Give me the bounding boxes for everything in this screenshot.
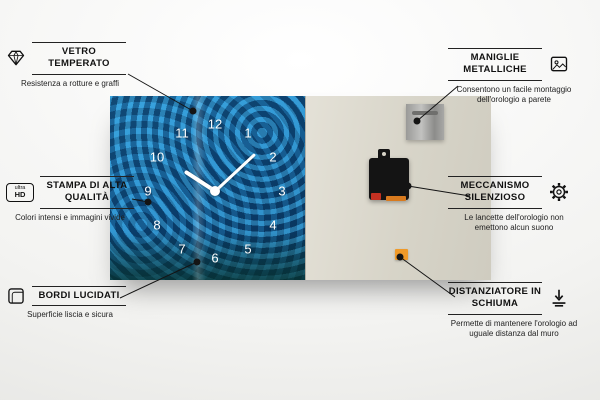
callout-distanziatore-schiuma: DISTANZIATORE IN SCHIUMA Permette di man… [448,282,580,339]
ultra-hd-icon: ultra HD [6,182,34,202]
callout-subtitle: Permette di mantenere l'orologio ad ugua… [450,318,578,339]
callout-title: BORDI LUCIDATI [32,286,126,307]
clock-number: 1 [244,125,252,141]
callout-bordi-lucidati: BORDI LUCIDATI Superficie liscia e sicur… [6,286,134,321]
callout-title: STAMPA DI ALTA QUALITÀ [40,176,134,209]
wall-clock-product: 12 1 2 3 4 5 6 7 8 9 10 11 [110,96,491,280]
callout-subtitle: Superficie liscia e sicura [27,310,113,320]
clock-number: 2 [269,149,277,165]
callout-maniglie-metalliche: MANIGLIE METALLICHE Consentono un facile… [448,48,580,105]
callout-title: VETRO TEMPERATO [32,42,126,75]
clock-center-cap [210,186,220,196]
ultra-hd-icon-text: ultra [14,184,26,191]
callout-subtitle: Resistenza a rotture e graffi [20,78,120,88]
mechanism-hook [378,149,390,160]
callout-subtitle: Colori intensi e immagini vivide [15,212,125,222]
callout-subtitle: Consentono un facile montaggio dell'orol… [456,84,572,105]
callout-title: MECCANISMO SILENZIOSO [448,176,542,209]
clock-number: 11 [175,125,189,141]
spacer-arrow-icon [548,287,570,309]
clock-number: 9 [144,183,152,199]
callout-title: MANIGLIE METALLICHE [448,48,542,81]
clock-number: 5 [244,241,252,257]
callout-stampa-alta-qualita: ultra HD STAMPA DI ALTA QUALITÀ Colori i… [6,176,134,223]
clock-number: 7 [178,241,186,257]
metal-bracket [406,104,444,140]
callout-meccanismo-silenzioso: MECCANISMO SILENZIOSO Le lancette dell'o… [448,176,580,233]
minute-hand [213,153,256,193]
mechanism-orange-part [386,196,406,201]
clock-number: 3 [278,183,286,199]
picture-frame-icon [548,54,570,74]
callout-subtitle: Le lancette dell'orologio non emettono a… [464,212,564,233]
clock-number: 8 [153,217,161,233]
callout-title: DISTANZIATORE IN SCHIUMA [448,282,542,315]
clock-number: 4 [269,217,277,233]
gear-icon [548,181,570,203]
clock-number: 10 [149,149,165,165]
clock-front: 12 1 2 3 4 5 6 7 8 9 10 11 [110,96,305,280]
mechanism-red-part [371,193,381,200]
foam-spacer [395,249,408,260]
diamond-icon [6,48,26,68]
callout-vetro-temperato: VETRO TEMPERATO Resistenza a rotture e g… [6,42,134,89]
polished-edge-icon [6,286,26,306]
clock-number: 12 [207,116,223,132]
ultra-hd-icon-text: HD [14,190,26,200]
clock-number: 6 [211,250,219,266]
